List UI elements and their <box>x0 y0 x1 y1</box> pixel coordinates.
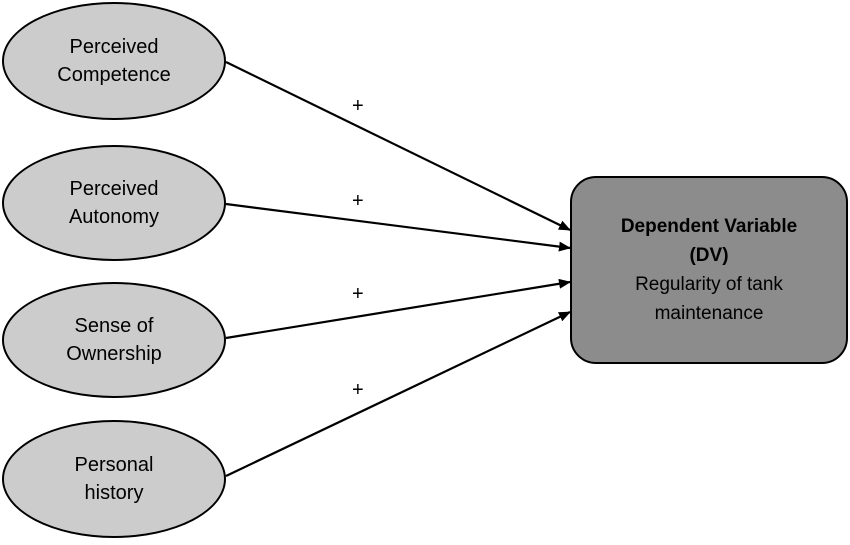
dv-title-line2: (DV) <box>689 245 729 266</box>
predictor-personal-history: Personal history <box>2 420 226 538</box>
predictor-perceived-autonomy: Perceived Autonomy <box>2 145 226 261</box>
predictor-label-line1: Sense of <box>74 315 154 337</box>
predictor-label-line2: Autonomy <box>68 206 160 228</box>
arrow-competence-to-dv <box>225 61 571 231</box>
arrow-autonomy-to-dv <box>225 202 571 252</box>
arrow-ownership-to-dv <box>225 278 571 340</box>
predictor-label-line2: Competence <box>57 64 171 86</box>
predictor-label-line2: Ownership <box>66 343 162 365</box>
predictor-label-line1: Personal <box>74 454 154 476</box>
predictor-label-line1: Perceived <box>69 36 159 58</box>
predictor-label-line1: Perceived <box>69 178 159 200</box>
predictor-label-line2: history <box>84 482 144 504</box>
path-sign-autonomy: + <box>352 190 364 212</box>
path-sign-history: + <box>352 379 364 401</box>
dv-title-line1: Dependent Variable <box>620 216 798 237</box>
dependent-variable-box: Dependent Variable (DV) Regularity of ta… <box>570 176 848 364</box>
predictor-perceived-competence: Perceived Competence <box>2 2 226 120</box>
predictor-sense-of-ownership: Sense of Ownership <box>2 282 226 398</box>
path-sign-ownership: + <box>352 283 364 305</box>
dv-description-line1: Regularity of tank <box>635 274 783 295</box>
dv-description-line2: maintenance <box>654 303 764 324</box>
arrow-history-to-dv <box>225 311 571 477</box>
path-sign-competence: + <box>352 95 364 117</box>
